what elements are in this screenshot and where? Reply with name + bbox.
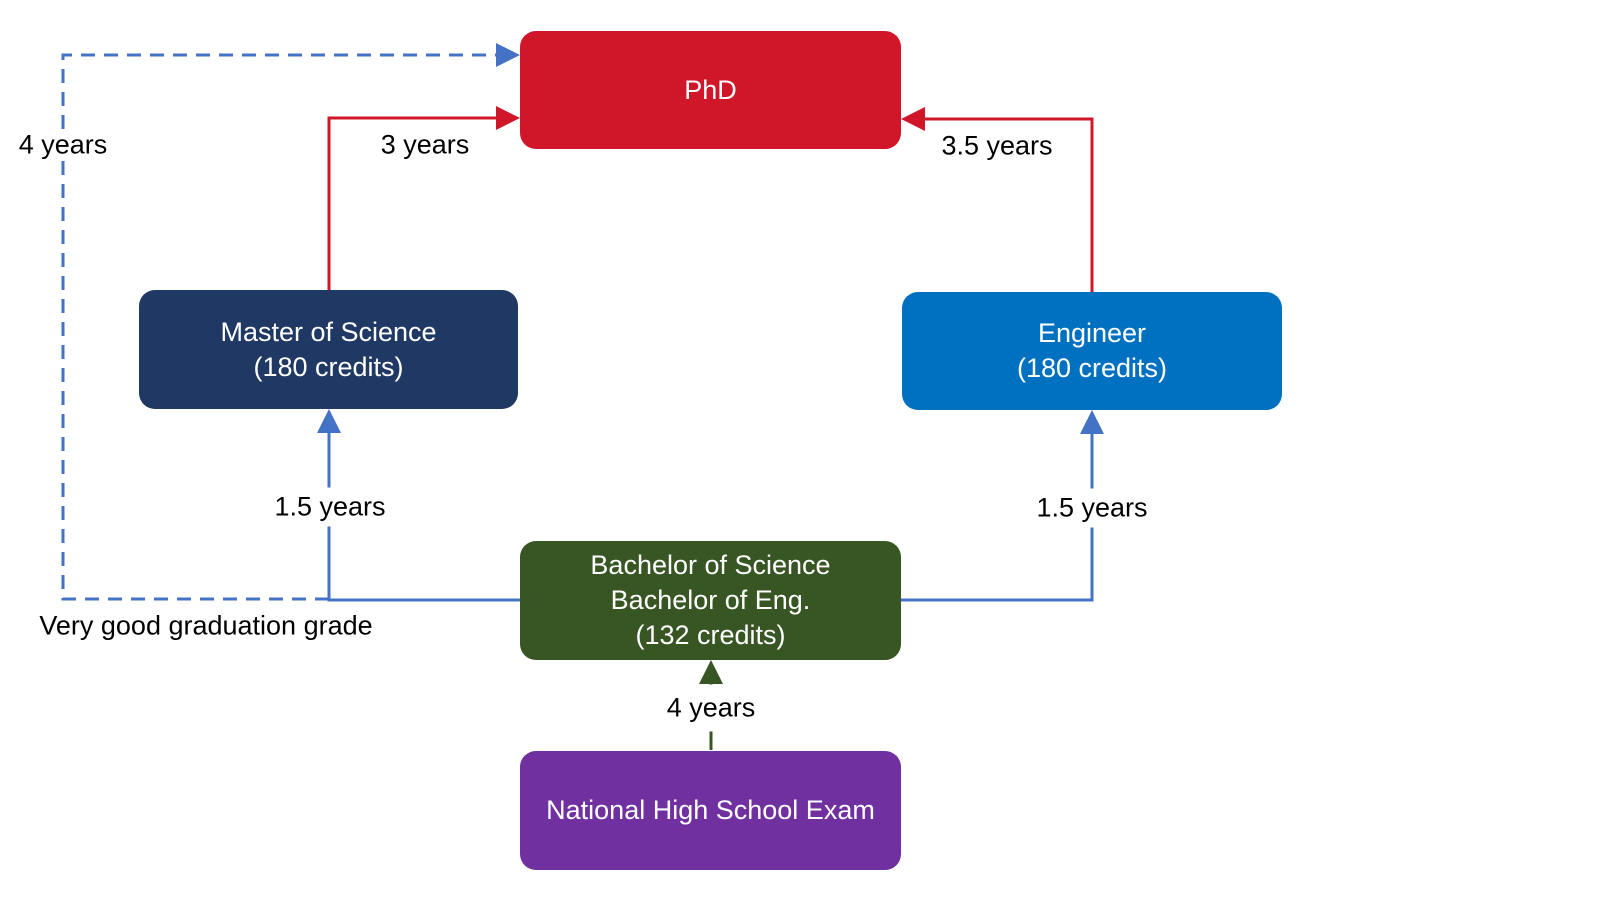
edge-label-eng-to-phd: 3.5 years xyxy=(939,130,1055,162)
edge-label-msc-to-phd: 3 years xyxy=(378,129,472,161)
node-bachelor-science: Bachelor of Science xyxy=(590,550,831,580)
edge-msc-to-phd xyxy=(327,106,520,290)
node-national-high-school-exam: National High School Exam xyxy=(520,751,901,870)
edge-bachelor-to-phd-dashed xyxy=(61,43,520,601)
edge-bachelor-to-eng xyxy=(901,410,1104,602)
edge-label-highschool-to-bachelor: 4 years xyxy=(664,684,758,732)
node-highschool-label: National High School Exam xyxy=(546,795,875,825)
edge-eng-to-phd xyxy=(901,107,1094,292)
node-bachelor-credits: (132 credits) xyxy=(635,620,786,650)
node-bachelor-eng: Bachelor of Eng. xyxy=(610,585,811,615)
node-master-of-science: Master of Science (180 credits) xyxy=(139,290,518,409)
edge-bachelor-to-msc xyxy=(317,409,520,602)
node-phd: PhD xyxy=(520,31,901,149)
node-eng-title: Engineer xyxy=(1037,318,1147,348)
node-phd-label: PhD xyxy=(684,74,737,105)
node-eng-credits: (180 credits) xyxy=(1016,353,1168,383)
node-msc-credits: (180 credits) xyxy=(253,351,404,382)
edge-label-bachelor-to-phd: 4 years xyxy=(16,129,110,161)
node-msc-title: Master of Science xyxy=(220,316,437,347)
edge-label-bachelor-to-msc: 1.5 years xyxy=(272,487,388,527)
node-engineer: Engineer (180 credits) xyxy=(902,292,1282,410)
edge-condition-label: Very good graduation grade xyxy=(39,610,373,641)
node-bachelor: Bachelor of Science Bachelor of Eng. (13… xyxy=(520,541,901,660)
edge-label-bachelor-to-eng: 1.5 years xyxy=(1034,488,1150,528)
